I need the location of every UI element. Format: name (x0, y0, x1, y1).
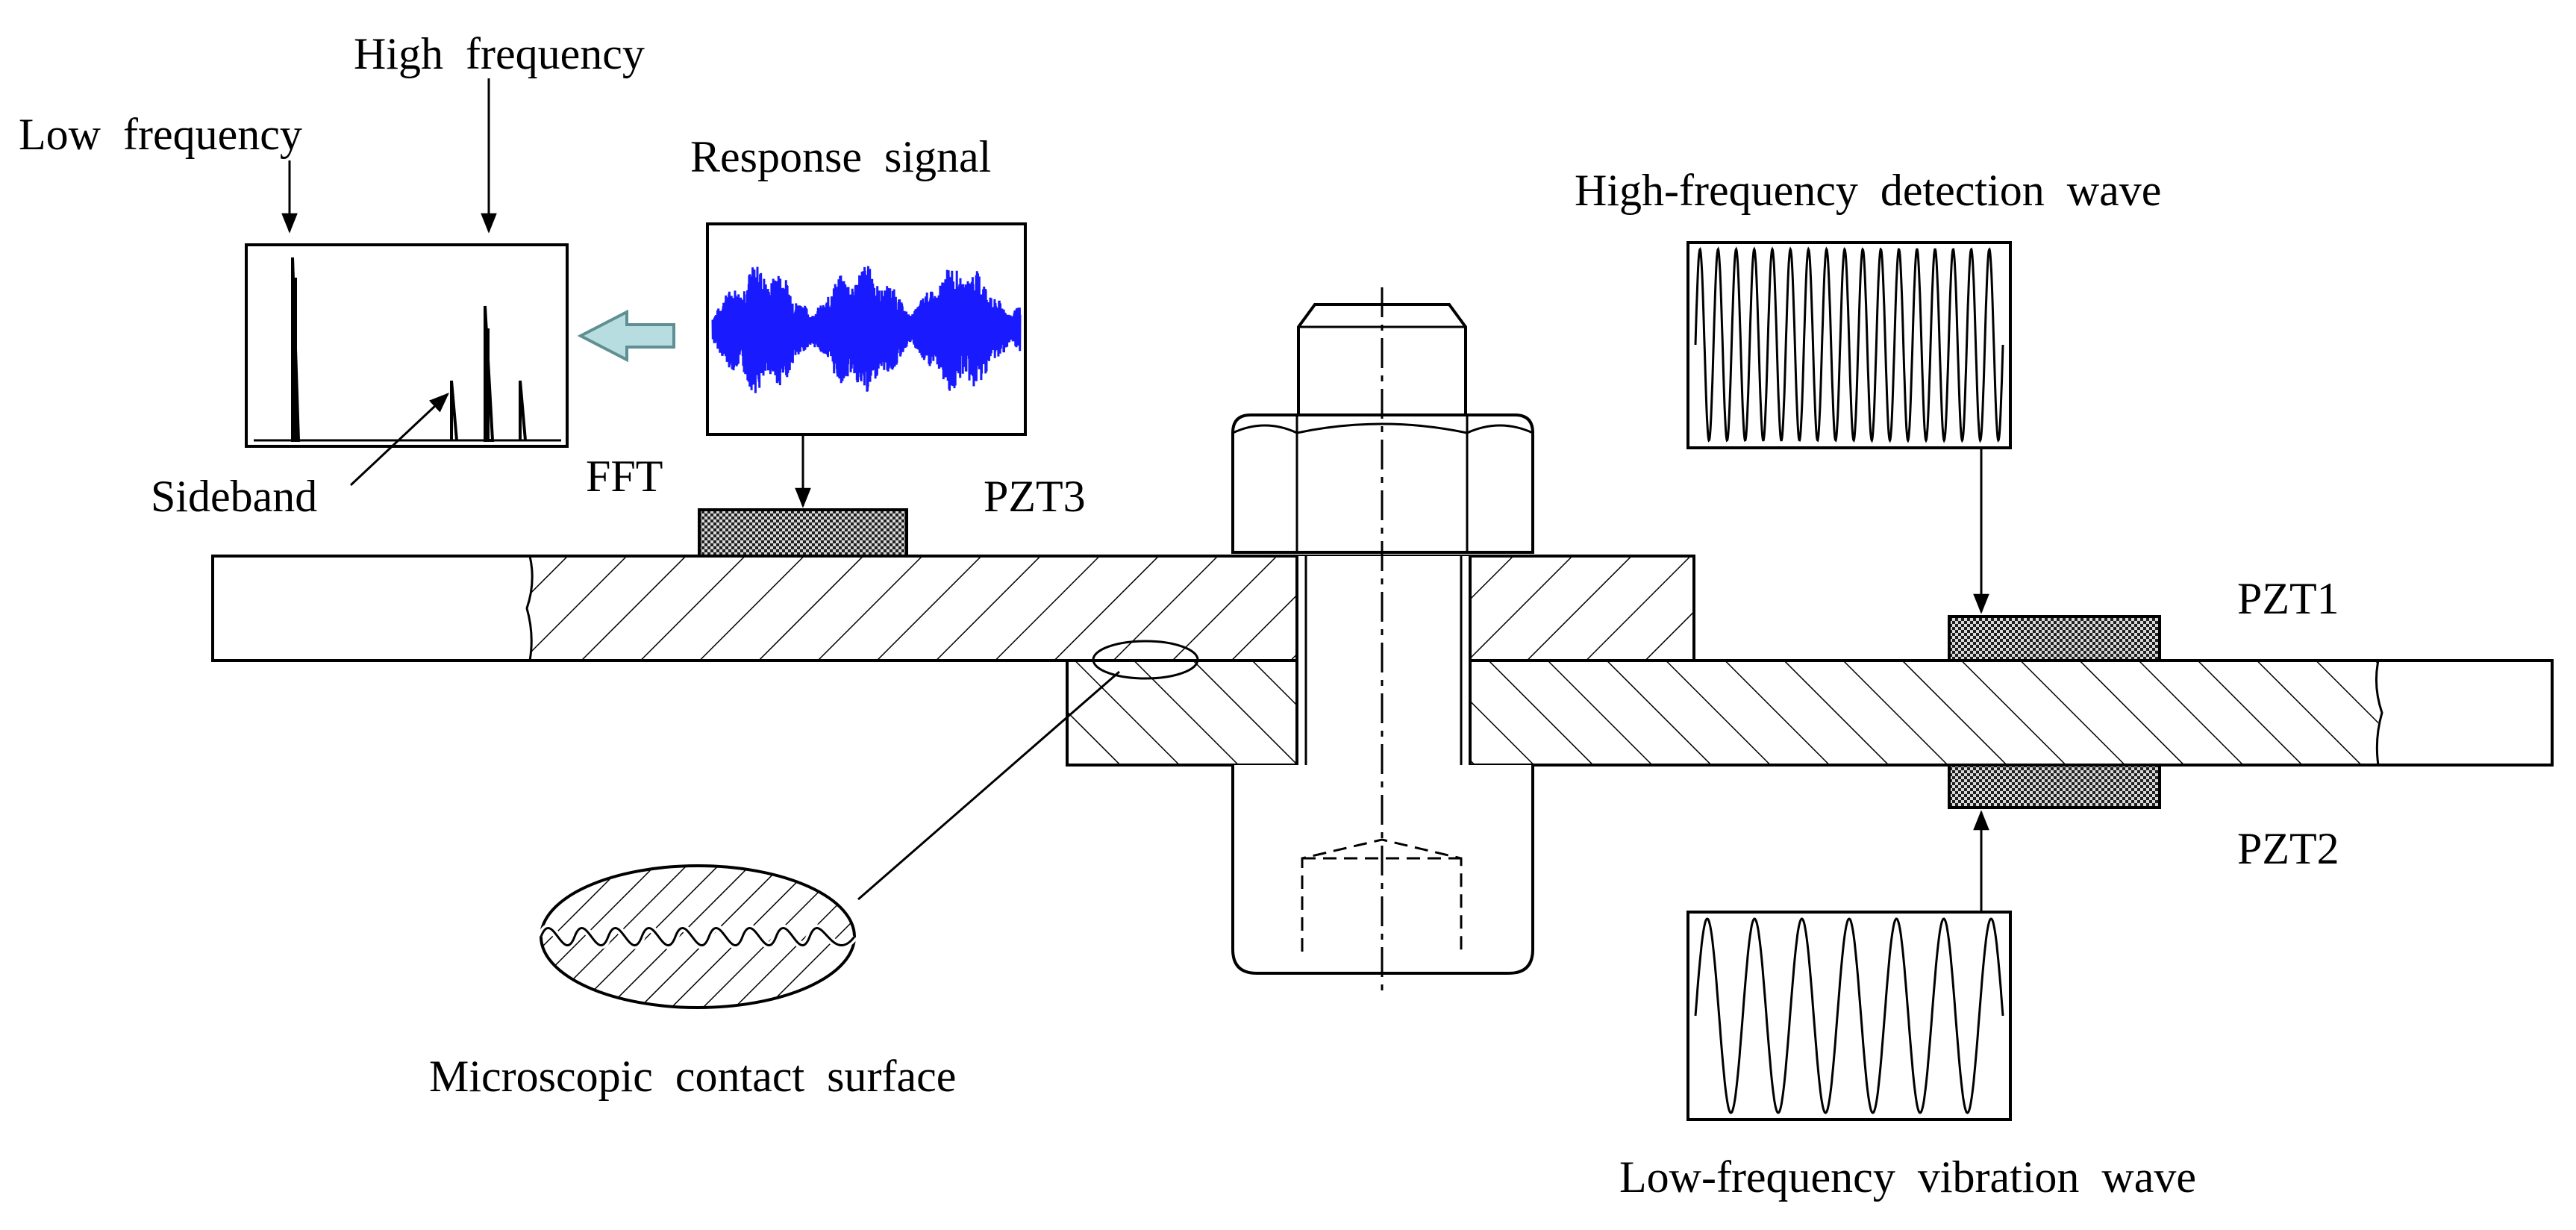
lf-vibration-wave-plot (1686, 911, 2012, 1121)
hf-detection-wave-plot (1686, 241, 2012, 449)
sideband-peak-left (450, 380, 458, 441)
pzt3-patch (698, 508, 908, 558)
low-frequency-peak (291, 257, 301, 442)
contact-leader-line (857, 670, 1120, 901)
high-frequency-peak (484, 305, 495, 442)
pzt1-patch (1948, 615, 2161, 662)
label-pzt1: PZT1 (2237, 574, 2339, 623)
upper-plate (211, 555, 1695, 662)
label-pzt2: PZT2 (2237, 824, 2339, 873)
label-response-signal: Response signal (690, 132, 991, 181)
lower-plate (1066, 659, 2554, 767)
response-signal-plot (706, 222, 1027, 436)
contact-region-ellipse (1092, 640, 1199, 680)
label-microscopic-contact-surface: Microscopic contact surface (429, 1052, 956, 1101)
pzt2-patch (1948, 764, 2161, 809)
microscopic-contact-detail (537, 864, 857, 1009)
arrow-sideband (349, 393, 449, 487)
sideband-peak-right (519, 380, 527, 441)
label-lf-vibration-wave: Low-frequency vibration wave (1619, 1152, 2196, 1202)
spectrum-plot (245, 243, 569, 448)
label-low-frequency: Low frequency (19, 110, 302, 159)
label-sideband: Sideband (151, 472, 317, 521)
label-pzt3: PZT3 (984, 472, 1086, 521)
label-high-frequency: High frequency (354, 29, 645, 78)
label-hf-detection-wave: High-frequency detection wave (1575, 166, 2161, 215)
fft-arrow (577, 309, 675, 363)
bolt (1231, 287, 1534, 993)
label-fft: FFT (586, 452, 663, 501)
